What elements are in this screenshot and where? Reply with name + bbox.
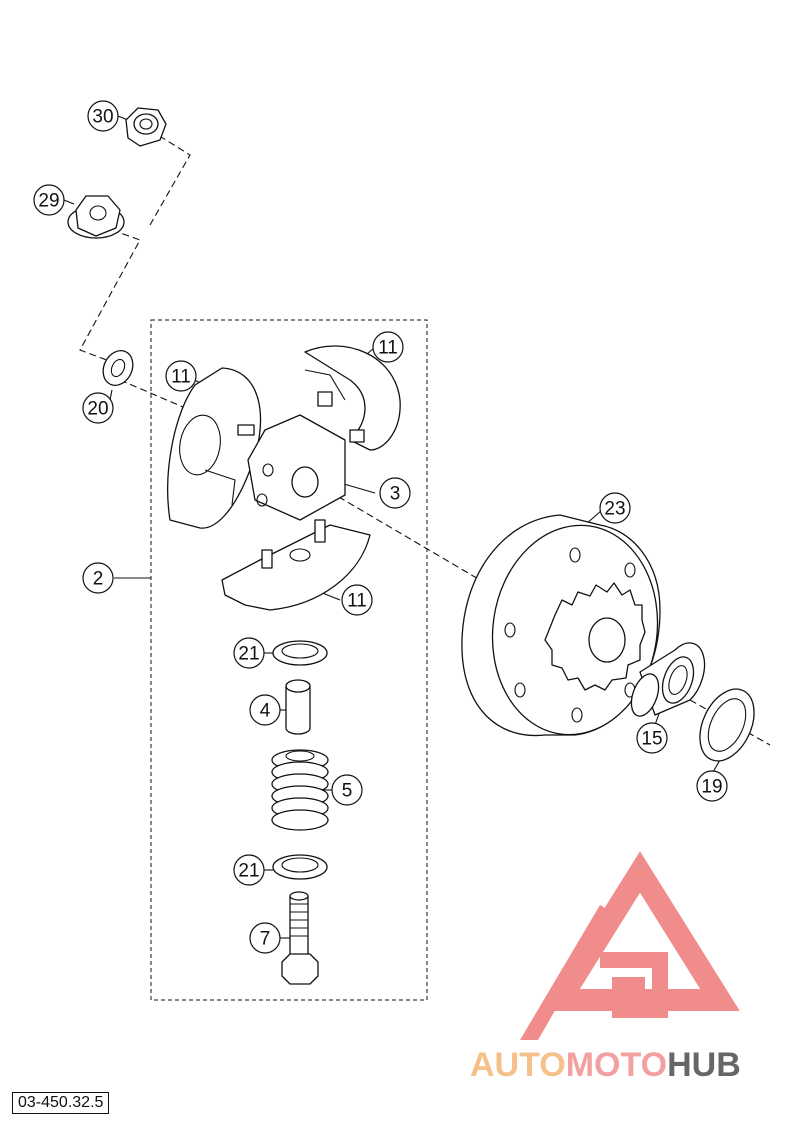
callout-7: 7 xyxy=(249,922,281,954)
svg-text:23: 23 xyxy=(604,499,625,520)
watermark-part-hub: HUB xyxy=(667,1046,741,1084)
callout-30: 30 xyxy=(87,100,119,132)
callout-4: 4 xyxy=(249,694,281,726)
washer-21-upper-drawing xyxy=(272,640,328,666)
callout-29: 29 xyxy=(33,184,65,216)
clutch-shoe-bottom-drawing xyxy=(221,519,371,611)
callout-11-left: 11 xyxy=(165,360,197,392)
callout-15: 15 xyxy=(636,722,668,754)
callout-20: 20 xyxy=(82,392,114,424)
washer-19-drawing xyxy=(699,688,755,762)
callout-3: 3 xyxy=(379,477,411,509)
callout-21-lower: 21 xyxy=(233,854,265,886)
bushing-4-drawing xyxy=(285,679,311,735)
svg-text:11: 11 xyxy=(171,367,191,388)
washer-21-lower-drawing xyxy=(272,854,328,880)
callout-11-top-right: 11 xyxy=(372,331,404,363)
nut-30-drawing xyxy=(125,107,167,147)
callout-23: 23 xyxy=(599,492,631,524)
flange-nut-29-drawing xyxy=(67,195,125,239)
clutch-carrier-3-drawing xyxy=(247,414,346,521)
svg-text:7: 7 xyxy=(260,929,271,950)
svg-text:20: 20 xyxy=(87,399,108,420)
svg-text:29: 29 xyxy=(38,191,59,212)
washer-20-drawing xyxy=(102,349,134,387)
callout-5: 5 xyxy=(331,774,363,806)
spring-5-drawing xyxy=(271,749,329,831)
bolt-7-drawing xyxy=(281,891,319,985)
watermark-part-auto: AUTO xyxy=(470,1046,566,1084)
svg-text:15: 15 xyxy=(641,729,662,750)
svg-text:19: 19 xyxy=(701,777,722,798)
svg-text:30: 30 xyxy=(92,107,113,128)
svg-text:5: 5 xyxy=(342,781,353,802)
drawing-number-label: 03-450.32.5 xyxy=(12,1092,110,1114)
svg-text:11: 11 xyxy=(378,338,398,359)
clutch-shoe-top-right-drawing xyxy=(304,345,401,451)
svg-text:11: 11 xyxy=(347,591,367,612)
svg-text:2: 2 xyxy=(93,569,104,590)
callout-2: 2 xyxy=(82,562,114,594)
callout-21-upper: 21 xyxy=(233,637,265,669)
watermark-brand-text: AUTOMOTOHUB xyxy=(470,1046,741,1085)
svg-text:4: 4 xyxy=(260,701,271,722)
leader-lines xyxy=(63,115,771,939)
svg-text:21: 21 xyxy=(238,644,259,665)
needle-bearing-15-drawing xyxy=(630,642,706,717)
assembly-box xyxy=(150,319,428,1001)
watermark-logo xyxy=(520,851,740,1040)
svg-text:3: 3 xyxy=(390,484,401,505)
clutch-drum-23-drawing xyxy=(461,514,661,737)
callout-11-bottom: 11 xyxy=(341,584,373,616)
clutch-shoe-left-drawing xyxy=(167,367,262,529)
callout-19: 19 xyxy=(696,770,728,802)
watermark-part-moto: MOTO xyxy=(565,1046,668,1084)
svg-text:21: 21 xyxy=(238,861,259,882)
